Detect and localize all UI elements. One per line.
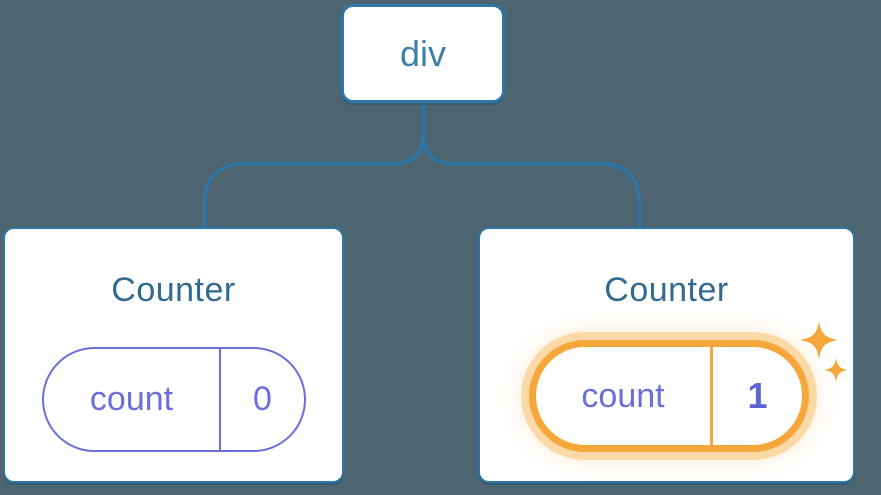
root-node-div: div [341,4,505,103]
state-pill-left: count 0 [42,347,306,452]
counter-card-right-title: Counter [604,271,729,309]
state-key-label: count [581,376,665,415]
counter-card-right: Counter count 1 [478,227,855,483]
sparkle-icon-small [824,358,848,382]
state-value: 0 [253,380,272,418]
state-pill-left-key-cell: count [44,349,221,450]
root-node-label: div [399,32,447,74]
state-value: 1 [747,375,768,416]
sparkle-icon-large [800,321,838,359]
state-pill-right-highlighted: count 1 [529,340,809,452]
state-key-label: count [89,380,174,418]
state-pill-right-key-cell: count [536,347,713,445]
counter-card-left-title: Counter [111,271,236,309]
counter-card-left: Counter count 0 [3,227,344,483]
connector-root-to-right-counter [421,102,642,228]
state-pill-right-value-cell: 1 [713,347,802,445]
connector-root-to-left-counter [202,102,426,228]
state-pill-left-value-cell: 0 [221,349,304,450]
